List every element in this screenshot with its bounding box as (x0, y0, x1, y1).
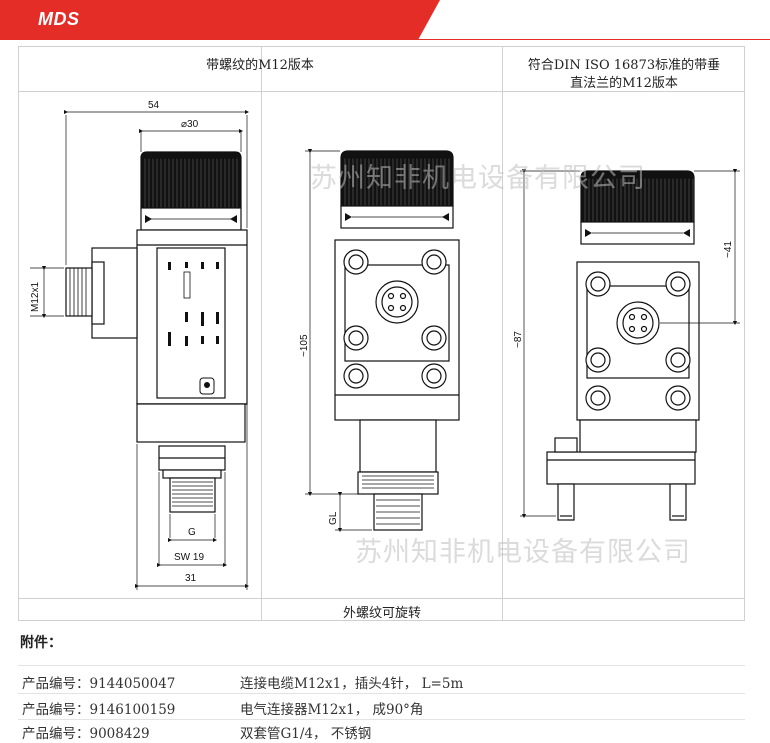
dim-41: ~41 (723, 241, 734, 258)
column-title-flange-line1: 符合DIN ISO 16873标准的带垂 (527, 58, 721, 73)
dim-31: 31 (185, 573, 197, 584)
flange-view-dimensions (520, 168, 740, 519)
front-view-screws (343, 249, 447, 389)
product-description: 连接电缆M12x1，插头4针， L=5m (240, 676, 464, 692)
product-description: 电气连接器M12x1， 成90°角 (240, 702, 424, 718)
accessories-title: 附件： (20, 635, 62, 651)
product-code: 产品编号：9144050047 (22, 676, 176, 692)
table-divider (502, 46, 503, 621)
side-view-drawing (65, 151, 248, 513)
dim-g: G (188, 527, 196, 538)
header-bar (0, 0, 770, 40)
side-view-dimensions (30, 109, 250, 590)
product-code: 产品编号：9008429 (22, 726, 150, 742)
dim-54: 54 (148, 100, 160, 111)
table-footer-note: 外螺纹可旋转 (342, 606, 421, 621)
flange-view-drawing (546, 170, 700, 521)
product-description: 双套管G1/4， 不锈钢 (240, 726, 372, 742)
table-divider (261, 46, 262, 621)
watermark: 苏州知非机电设备有限公司 (355, 537, 691, 568)
row-divider (18, 693, 745, 694)
dim-105: ~105 (299, 334, 310, 357)
spec-table (18, 46, 745, 621)
table-header-line (18, 91, 745, 92)
product-code: 产品编号：9146100159 (22, 702, 176, 718)
dim-sw19: SW 19 (174, 552, 204, 563)
accessories-divider (18, 665, 745, 666)
table-footer-line (18, 598, 745, 599)
column-title-threaded: 带螺纹的M12版本 (206, 58, 314, 73)
page-title: MDS (38, 9, 80, 29)
front-view-dimensions (305, 148, 372, 533)
dim-m12: M12x1 (30, 282, 41, 312)
watermark: 苏州知非机电设备有限公司 (310, 163, 646, 194)
dim-dia30: ⌀30 (181, 119, 199, 130)
flange-view-screws (585, 271, 691, 411)
row-divider (18, 719, 745, 720)
column-title-flange-line2: 直法兰的M12版本 (570, 76, 678, 91)
dim-gl: GL (328, 511, 339, 525)
dim-87: ~87 (513, 331, 524, 348)
technical-drawings: 54 ⌀30 M12x1 G SW 19 31 (30, 100, 740, 590)
